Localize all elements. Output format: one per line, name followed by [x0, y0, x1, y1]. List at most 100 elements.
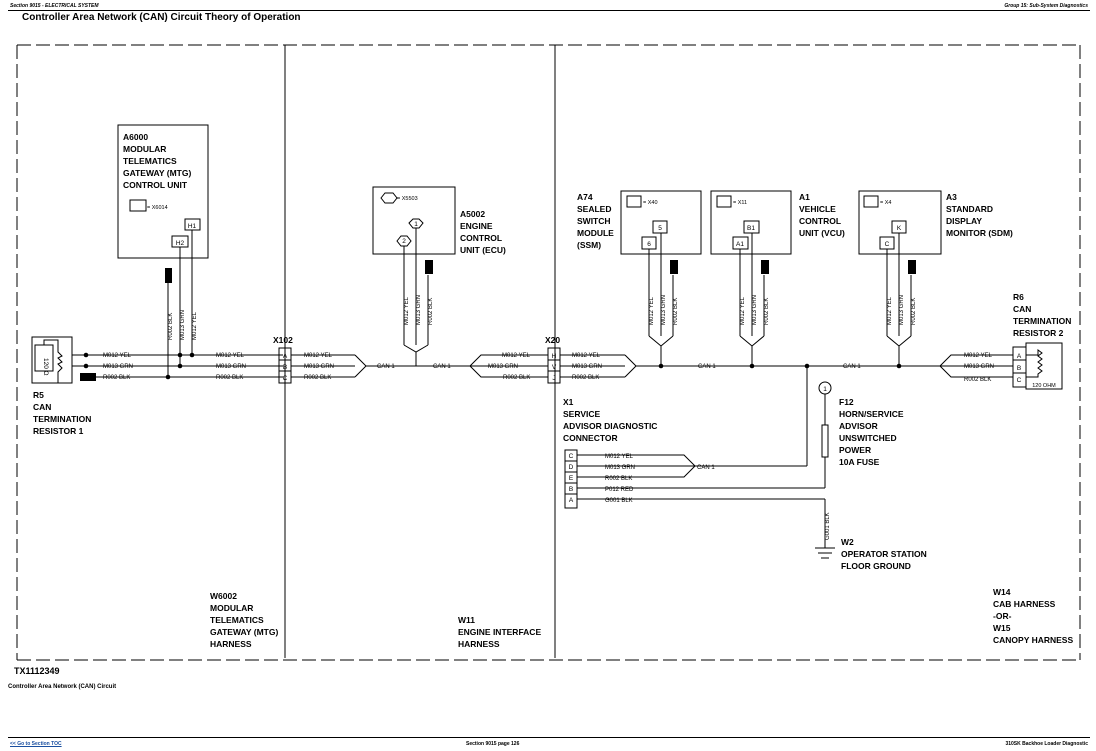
vwire-mtg-yel: M012 YEL — [192, 311, 198, 340]
header-section: Section 9015 - ELECTRICAL SYSTEM — [10, 3, 99, 9]
r6-label-line-2: CAN — [1013, 304, 1031, 314]
wire-label-grn-x1: M013 GRN — [605, 465, 635, 471]
ssm-label-line-3: SWITCH — [577, 216, 611, 226]
wire-label-yel-4: M012 YEL — [502, 353, 531, 359]
wire-label-blk-5: R002 BLK — [572, 375, 599, 381]
w14-harness-label-line-2: CAB HARNESS — [993, 599, 1056, 609]
x1-label-line-1: X1 — [563, 397, 574, 407]
ecu-pin-1: 1 — [414, 221, 418, 228]
r6-pin-b: B — [1017, 365, 1021, 372]
ssm-label-line-1: A74 — [577, 192, 593, 202]
w2-label-line-2: OPERATOR STATION — [841, 549, 927, 559]
toc-link[interactable]: << Go to Section TOC — [10, 741, 62, 747]
vwire-vcu-grn: M013 GRN — [752, 295, 758, 325]
ecu-module — [372, 186, 456, 255]
w11-harness-label-line-3: HARNESS — [458, 639, 500, 649]
ssm-label-line-5: (SSM) — [577, 240, 601, 250]
vcu-module — [710, 190, 792, 255]
can1-label-4: CAN 1 — [843, 364, 861, 370]
wire-label-grn-6: M013 GRN — [964, 364, 994, 370]
f12-label-line-4: UNSWITCHED — [839, 433, 897, 443]
vwire-sdm-grn: M013 GRN — [899, 295, 905, 325]
vwire-sdm-yel: M012 YEL — [887, 296, 893, 325]
r5-label-line-2: CAN — [33, 402, 51, 412]
ssm-pin-5-box — [652, 220, 668, 234]
w6002-harness-label-line-5: HARNESS — [210, 639, 252, 649]
vwire-mtg-blk: R002 BLK — [168, 313, 174, 340]
ecu-label-line-3: CONTROL — [460, 233, 502, 243]
vwire-vcu-yel: M012 YEL — [740, 296, 746, 325]
x20-pin-h: H — [552, 353, 557, 360]
f12-label-line-5: POWER — [839, 445, 871, 455]
r6-pin-c: C — [1017, 377, 1022, 384]
vcu-connector-id: = X11 — [733, 200, 747, 206]
w6002-harness-label-line-1: W6002 — [210, 591, 237, 601]
header-group: Group 15: Sub-System Diagnostics — [1004, 3, 1088, 9]
r5-element — [43, 339, 63, 383]
ecu-connector-id: = X5503 — [397, 196, 418, 202]
mtg-label-line-3: TELEMATICS — [123, 156, 177, 166]
wire-label-red-x1: P012 RED — [605, 487, 634, 493]
vwire-ssm-blk: R002 BLK — [673, 298, 679, 325]
mtg-connector-symbol — [129, 199, 147, 212]
mtg-label-line-2: MODULAR — [123, 144, 166, 154]
f12-label-line-1: F12 — [839, 397, 854, 407]
vwire-ecu-yel: M012 YEL — [404, 296, 410, 325]
mtg-module — [117, 124, 209, 259]
wire-label-blk-4: R002 BLK — [503, 375, 530, 381]
w2-label-line-3: FLOOR GROUND — [841, 561, 911, 571]
splice-marks — [80, 260, 916, 381]
r6-element — [1026, 349, 1043, 378]
x102-pin-b: B — [283, 364, 287, 371]
wire-label-yel-x1: M012 YEL — [605, 454, 634, 460]
figure-id: TX1112349 — [14, 666, 60, 676]
ecu-label-line-4: UNIT (ECU) — [460, 245, 506, 255]
footer-manual: 310SK Backhoe Loader Diagnostic — [1005, 741, 1088, 747]
vcu-pin-a1: A1 — [736, 241, 744, 248]
sdm-pin-k: K — [897, 225, 902, 232]
vwire-vcu-blk: R002 BLK — [764, 298, 770, 325]
vcu-label-line-3: CONTROL — [799, 216, 841, 226]
r5-box — [31, 336, 73, 384]
mtg-connector-id: = X6014 — [147, 205, 168, 211]
w6002-harness-label-line-3: TELEMATICS — [210, 615, 264, 625]
wire-label-grn-3: M013 GRN — [304, 364, 334, 370]
w14-harness-label-line-5: CANOPY HARNESS — [993, 635, 1073, 645]
wire-label-grn-2: M013 GRN — [216, 364, 246, 370]
r5-label-line-3: TERMINATION — [33, 414, 91, 424]
f12-fuse-body — [821, 424, 829, 458]
r5-label-line-4: RESISTOR 1 — [33, 426, 84, 436]
sdm-connector-id: = X4 — [880, 200, 891, 206]
vwire-sdm-blk: R002 BLK — [911, 298, 917, 325]
x102-pin-c: C — [283, 375, 288, 382]
mtg-pin-h2: H2 — [176, 240, 185, 247]
x1-pin-a: A — [569, 497, 574, 504]
vwire-w2-gnd: G001 BLK — [825, 512, 831, 540]
ssm-label-line-4: MODULE — [577, 228, 614, 238]
sdm-module — [858, 190, 942, 255]
ecu-connector-symbol — [380, 192, 398, 204]
r6-label-line-4: RESISTOR 2 — [1013, 328, 1064, 338]
sdm-label-line-1: A3 — [946, 192, 957, 202]
wire-label-yel-5: M012 YEL — [572, 353, 601, 359]
header-rule — [8, 10, 1090, 11]
x1-pin-b: B — [569, 486, 573, 493]
wire-label-grn-5: M013 GRN — [572, 364, 602, 370]
wire-label-grn-1: M013 GRN — [103, 364, 133, 370]
x1-body — [564, 449, 578, 509]
vcu-label-line-1: A1 — [799, 192, 810, 202]
wire-label-blk-6: R002 BLK — [964, 377, 991, 383]
r5-label-line-1: R5 — [33, 390, 44, 400]
vcu-label-line-2: VEHICLE — [799, 204, 836, 214]
x1-pin-c: C — [569, 453, 574, 460]
diagram-frame — [16, 44, 1081, 661]
vwire-ecu-blk: R002 BLK — [428, 298, 434, 325]
vwire-ssm-yel: M012 YEL — [649, 296, 655, 325]
w2-label-line-1: W2 — [841, 537, 854, 547]
f12-label-line-6: 10A FUSE — [839, 457, 880, 467]
wire-label-blk-1: R002 BLK — [103, 375, 130, 381]
mtg-pin-h1: H1 — [188, 223, 197, 230]
wire-label-yel-6: M012 YEL — [964, 353, 993, 359]
r6-label-line-3: TERMINATION — [1013, 316, 1071, 326]
vwire-mtg-grn: M013 GRN — [180, 310, 186, 340]
